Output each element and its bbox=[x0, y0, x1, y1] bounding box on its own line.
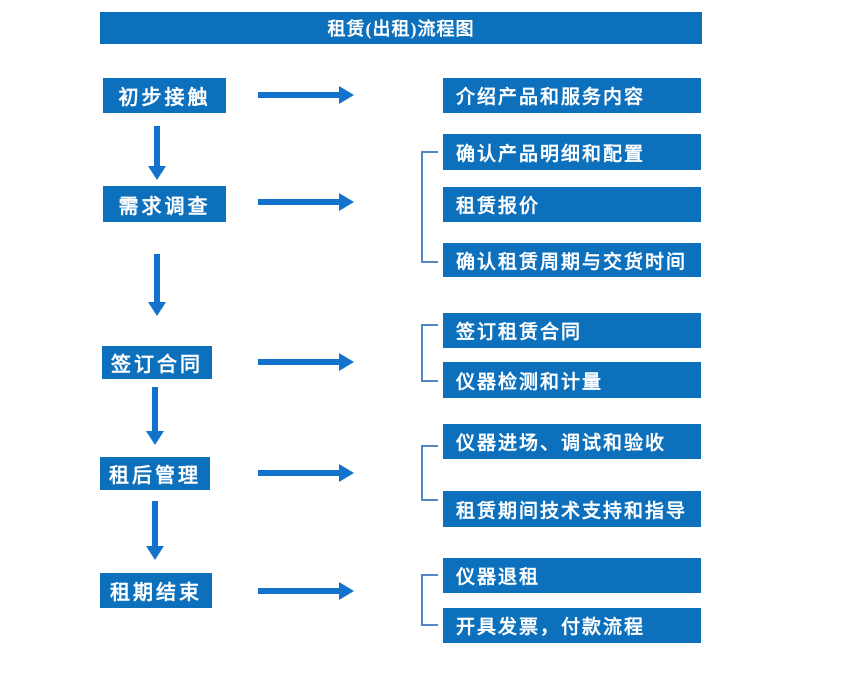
stage-box-rental-end: 租期结束 bbox=[100, 573, 212, 608]
output-box-sign-rental-contract: 签订租赁合同 bbox=[443, 313, 701, 348]
arrow-shaft bbox=[258, 470, 340, 476]
output-box-confirm-product-config: 确认产品明细和配置 bbox=[443, 134, 701, 170]
arrow-head bbox=[148, 302, 166, 316]
group-bracket bbox=[421, 445, 438, 501]
arrow-head bbox=[339, 193, 354, 211]
right-arrow-icon bbox=[258, 464, 354, 482]
output-box-instrument-return: 仪器退租 bbox=[443, 558, 701, 593]
arrow-shaft bbox=[152, 501, 158, 547]
group-bracket bbox=[421, 324, 438, 382]
flowchart-title: 租赁(出租)流程图 bbox=[100, 12, 702, 44]
output-box-rental-quote: 租赁报价 bbox=[443, 187, 701, 222]
output-box-instrument-setup-acceptance: 仪器进场、调试和验收 bbox=[443, 424, 701, 459]
stage-box-demand-survey: 需求调查 bbox=[103, 186, 226, 222]
output-box-confirm-period-delivery: 确认租赁周期与交货时间 bbox=[443, 243, 701, 277]
output-box-invoice-payment: 开具发票，付款流程 bbox=[443, 608, 701, 643]
output-box-intro-services: 介绍产品和服务内容 bbox=[443, 78, 701, 113]
stage-box-initial-contact: 初步接触 bbox=[103, 78, 226, 113]
arrow-shaft bbox=[258, 199, 340, 205]
right-arrow-icon bbox=[258, 193, 354, 211]
arrow-head bbox=[148, 166, 166, 180]
stage-box-sign-contract: 签订合同 bbox=[102, 346, 212, 379]
arrow-head bbox=[339, 86, 354, 104]
arrow-head bbox=[339, 353, 354, 371]
arrow-shaft bbox=[258, 588, 340, 594]
stage-box-post-rental-management: 租后管理 bbox=[100, 457, 210, 490]
group-bracket bbox=[421, 151, 438, 263]
output-box-tech-support: 租赁期间技术支持和指导 bbox=[443, 491, 701, 527]
output-box-instrument-inspection: 仪器检测和计量 bbox=[443, 362, 701, 398]
down-arrow-icon bbox=[146, 501, 164, 560]
down-arrow-icon bbox=[146, 387, 164, 445]
right-arrow-icon bbox=[258, 86, 354, 104]
arrow-shaft bbox=[258, 359, 340, 365]
arrow-shaft bbox=[258, 92, 340, 98]
arrow-head bbox=[146, 546, 164, 560]
arrow-shaft bbox=[154, 126, 160, 167]
right-arrow-icon bbox=[258, 582, 354, 600]
arrow-head bbox=[339, 582, 354, 600]
down-arrow-icon bbox=[148, 126, 166, 180]
group-bracket bbox=[421, 574, 438, 626]
arrow-shaft bbox=[152, 387, 158, 432]
down-arrow-icon bbox=[148, 254, 166, 316]
arrow-head bbox=[146, 431, 164, 445]
arrow-shaft bbox=[154, 254, 160, 303]
right-arrow-icon bbox=[258, 353, 354, 371]
arrow-head bbox=[339, 464, 354, 482]
